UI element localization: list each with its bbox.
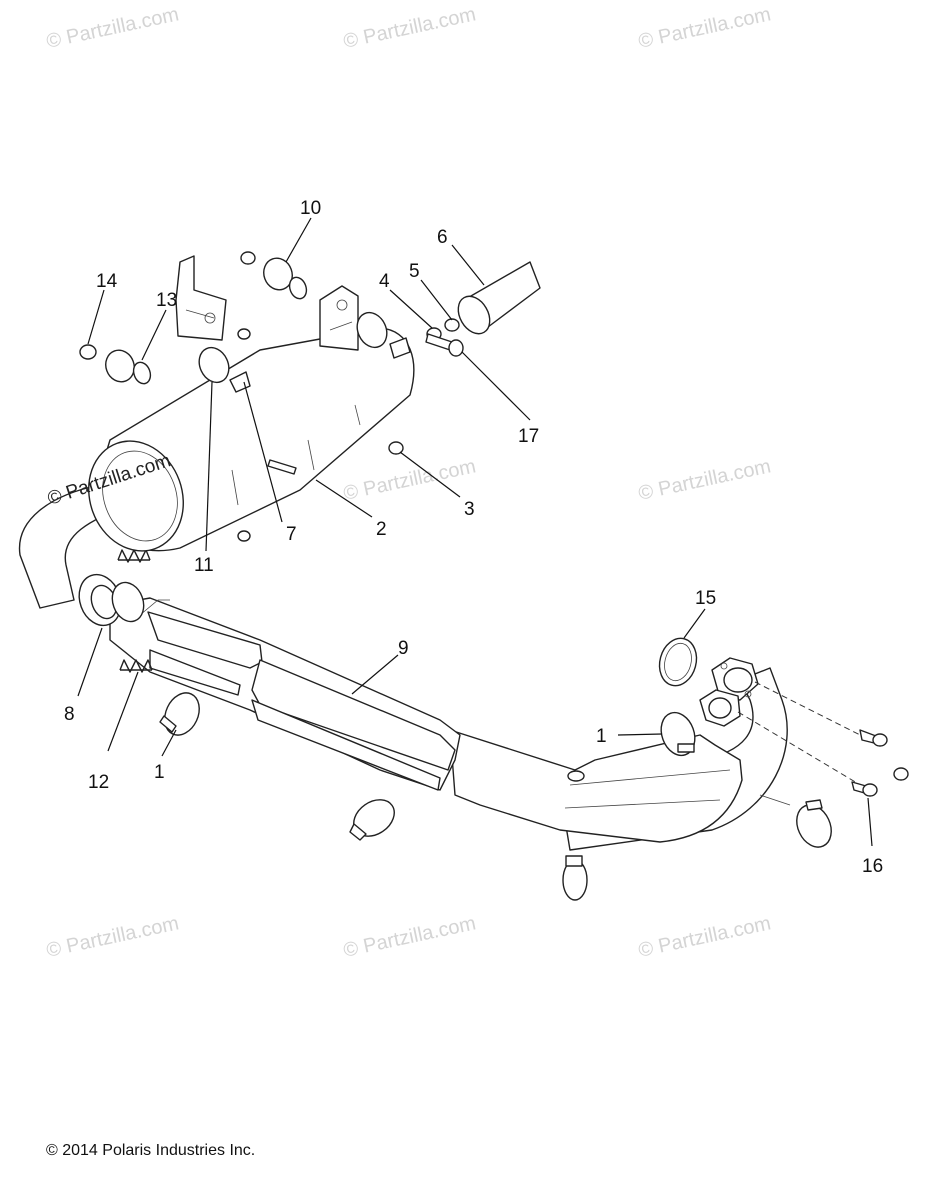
head-pipe (449, 657, 791, 851)
nut-5 (444, 318, 460, 332)
watermark: © Partzilla.com (341, 912, 477, 962)
watermark: © Partzilla.com (341, 455, 477, 505)
callout-label: 10 (300, 198, 321, 219)
washer-grommet-13 (105, 349, 152, 385)
clamp-mid-1 (349, 799, 395, 841)
bolt-16-b (893, 767, 909, 781)
watermark: © Partzilla.com (44, 912, 180, 962)
callout-label: 7 (286, 524, 297, 545)
gasket-15 (658, 637, 698, 687)
clamp-1-right (660, 711, 696, 757)
gasket-8 (78, 573, 145, 627)
clamp-mid-2 (562, 855, 588, 901)
callout-label: 15 (695, 588, 716, 609)
callout-label: 1 (596, 726, 607, 747)
watermark: © Partzilla.com (636, 455, 772, 505)
callout-label: 14 (96, 271, 118, 292)
callout-label: 8 (64, 704, 75, 725)
clamp-right-lower (796, 799, 832, 848)
callout-label: 11 (194, 555, 214, 576)
callout-label: 17 (518, 426, 539, 447)
bolt-16-c (851, 781, 878, 797)
clamp-1-left (159, 692, 200, 736)
nut-14 (79, 344, 97, 360)
muffler (18, 255, 415, 609)
callout-label: 6 (437, 227, 448, 248)
callout-label: 16 (862, 856, 883, 877)
spring-upper (117, 549, 151, 563)
callout-label: 4 (379, 271, 390, 292)
callouts: 10 6 14 13 5 4 17 3 7 2 11 15 9 8 1 12 1… (64, 198, 883, 877)
copyright-notice: © 2014 Polaris Industries Inc. (46, 1142, 256, 1159)
spring-12 (119, 659, 153, 673)
nut-10 (240, 251, 256, 265)
watermark: © Partzilla.com (341, 3, 477, 53)
bolt-17 (425, 333, 464, 357)
grommet-10 (263, 257, 308, 300)
bolt-16-a (859, 729, 888, 747)
callout-label: 12 (88, 772, 109, 793)
callout-label: 3 (464, 499, 475, 520)
watermark: © Partzilla.com (636, 3, 772, 53)
spark-arrestor-6 (457, 261, 541, 335)
callout-label: 1 (154, 762, 165, 783)
leader-lines (77, 217, 873, 847)
mid-pipe (109, 597, 461, 791)
callout-label: 2 (376, 519, 387, 540)
callout-label: 5 (409, 261, 420, 282)
callout-label: 13 (156, 290, 177, 311)
callout-label: 9 (398, 638, 409, 659)
nut-3 (388, 441, 404, 455)
watermark: © Partzilla.com (636, 912, 772, 962)
watermark: © Partzilla.com (44, 3, 180, 53)
